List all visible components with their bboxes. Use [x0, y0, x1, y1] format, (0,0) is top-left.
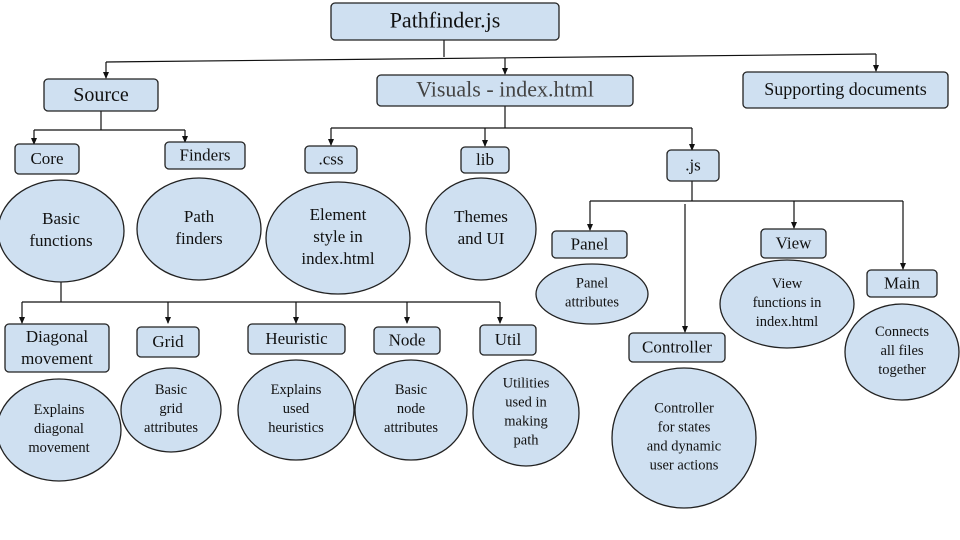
view-node: View	[760, 228, 827, 259]
supporting-node: Supporting documents	[742, 71, 949, 109]
lib-node: lib	[460, 146, 510, 174]
node-box-label: Node	[389, 330, 426, 349]
heuristic-box-label: Heuristic	[265, 329, 328, 348]
js-box-label: .js	[685, 155, 701, 174]
grid-node: Grid	[136, 326, 200, 358]
util-node: Util	[479, 324, 537, 356]
source-node: Source	[43, 78, 159, 112]
panel-node: Panel	[551, 230, 628, 259]
visuals-node: Visuals - index.html	[376, 74, 634, 107]
css-node: .css	[304, 145, 358, 174]
finders-node: Finders	[164, 141, 246, 170]
heuristic-node: Heuristic	[247, 323, 346, 355]
visuals-box-label: Visuals - index.html	[416, 77, 594, 102]
panel-box-label: Panel	[571, 234, 609, 253]
util-box-label: Util	[495, 330, 522, 349]
lib-box-label: lib	[476, 150, 494, 169]
node-node: Node	[373, 326, 441, 355]
controller-box-label: Controller	[642, 337, 712, 356]
css-box-label: .css	[318, 149, 343, 168]
grid-box-label: Grid	[152, 332, 184, 351]
main-node: Main	[866, 269, 938, 298]
view-box-label: View	[776, 233, 813, 252]
controller-node: Controller	[628, 332, 726, 363]
supporting-box-label: Supporting documents	[764, 79, 927, 99]
main-box-label: Main	[884, 273, 920, 292]
js-node: .js	[666, 149, 720, 182]
root-node: Pathfinder.js	[330, 2, 560, 41]
finders-box-label: Finders	[180, 145, 231, 164]
core-box-label: Core	[30, 149, 63, 168]
root-branch-edge	[105, 53, 877, 63]
source-box-label: Source	[73, 84, 129, 106]
core-node: Core	[14, 143, 80, 175]
root-box-label: Pathfinder.js	[390, 8, 501, 33]
